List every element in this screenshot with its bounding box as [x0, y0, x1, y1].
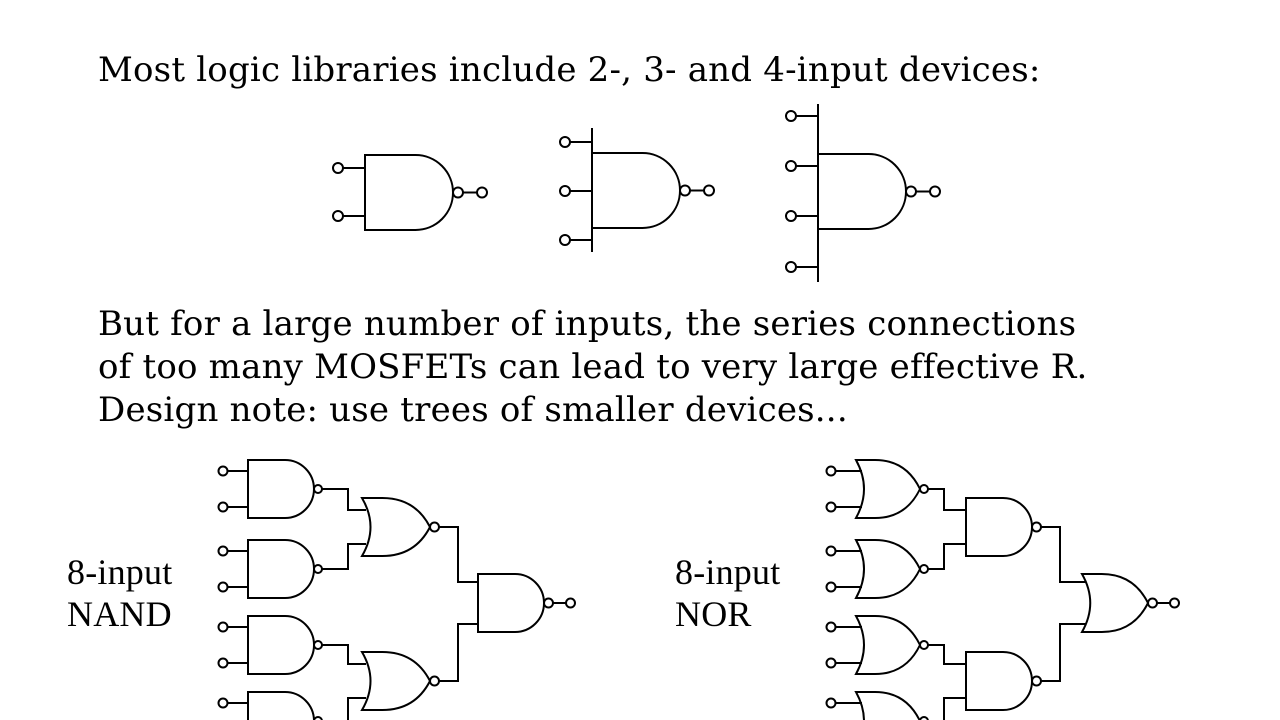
nor-gate	[854, 691, 921, 720]
nand-gate	[477, 573, 545, 633]
nand-gate	[247, 615, 315, 675]
nand-tree-label-line-1: 8-input	[67, 552, 173, 592]
nor-gate	[854, 539, 922, 599]
input-terminal	[559, 234, 571, 246]
nor-gate	[854, 459, 922, 519]
eight-input-nand-tree	[217, 459, 576, 720]
body-text-line-3: Design note: use trees of smaller device…	[98, 390, 848, 430]
input-terminal	[217, 501, 229, 513]
wire	[322, 543, 366, 570]
inversion-bubble	[1147, 597, 1158, 609]
inversion-bubble	[429, 521, 440, 533]
input-terminal	[217, 657, 229, 669]
input-terminal	[332, 162, 344, 174]
nand-gate	[247, 691, 315, 720]
nor-tree-label-line-2: NOR	[675, 594, 752, 634]
inversion-bubble	[313, 484, 323, 494]
input-terminal	[476, 186, 488, 199]
input-terminal	[703, 184, 715, 197]
input-terminal	[825, 621, 837, 633]
inversion-bubble	[919, 484, 929, 494]
nand-gate	[817, 153, 907, 230]
inversion-bubble	[919, 564, 929, 574]
nand-gate	[965, 497, 1033, 557]
eight-input-nor-tree	[825, 459, 1180, 720]
input-terminal	[332, 210, 344, 222]
input-terminal	[785, 261, 797, 273]
input-terminal	[825, 501, 837, 513]
nor-gate	[1080, 573, 1150, 633]
input-terminal	[217, 621, 229, 633]
input-terminal	[785, 210, 797, 222]
inversion-bubble	[313, 640, 323, 650]
nor-gate	[360, 497, 432, 557]
nand-gate	[247, 459, 315, 519]
input-terminal	[825, 657, 837, 669]
input-terminal	[217, 581, 229, 593]
nor-tree-label-line-1: 8-input	[675, 552, 781, 592]
slide-heading: Most logic libraries include 2-, 3- and …	[98, 50, 1041, 90]
wire	[322, 488, 366, 511]
wire	[322, 697, 366, 720]
wire	[439, 623, 482, 682]
input-terminal	[825, 581, 837, 593]
nor-gate	[854, 615, 922, 675]
input-terminal	[1169, 597, 1180, 609]
inversion-bubble	[313, 564, 323, 574]
multi-input-nand-gates	[332, 104, 941, 282]
input-terminal	[825, 545, 837, 557]
wire	[928, 697, 970, 720]
inversion-bubble	[905, 185, 917, 198]
inversion-bubble	[313, 716, 323, 720]
nor-gate	[360, 651, 432, 711]
input-terminal	[565, 597, 576, 609]
wire	[439, 526, 482, 583]
wire	[1041, 623, 1086, 682]
body-text-line-1: But for a large number of inputs, the se…	[98, 304, 1077, 344]
wire	[928, 543, 970, 570]
input-terminal	[825, 465, 837, 477]
wire	[1041, 526, 1086, 583]
input-terminal	[217, 697, 229, 709]
inversion-bubble	[429, 675, 440, 687]
body-text-line-2: of too many MOSFETs can lead to very lar…	[98, 347, 1088, 387]
input-terminal	[559, 136, 571, 148]
nand-tree-label-line-2: NAND	[67, 594, 172, 634]
inversion-bubble	[919, 640, 929, 650]
input-terminal	[785, 160, 797, 172]
inversion-bubble	[919, 716, 929, 720]
inversion-bubble	[543, 597, 554, 609]
wire	[322, 644, 366, 665]
inversion-bubble	[679, 184, 691, 197]
nand-gate	[247, 539, 315, 599]
inversion-bubble	[1031, 675, 1042, 687]
input-terminal	[785, 110, 797, 122]
input-terminal	[217, 545, 229, 557]
inversion-bubble	[1031, 521, 1042, 533]
input-terminal	[559, 185, 571, 197]
nand-gate	[364, 154, 454, 231]
input-terminal	[825, 697, 837, 709]
wire	[928, 644, 970, 665]
nand-gate	[591, 152, 681, 229]
input-terminal	[929, 185, 941, 198]
nand-gate	[965, 651, 1033, 711]
inversion-bubble	[452, 186, 464, 199]
wire	[928, 488, 970, 511]
input-terminal	[217, 465, 229, 477]
